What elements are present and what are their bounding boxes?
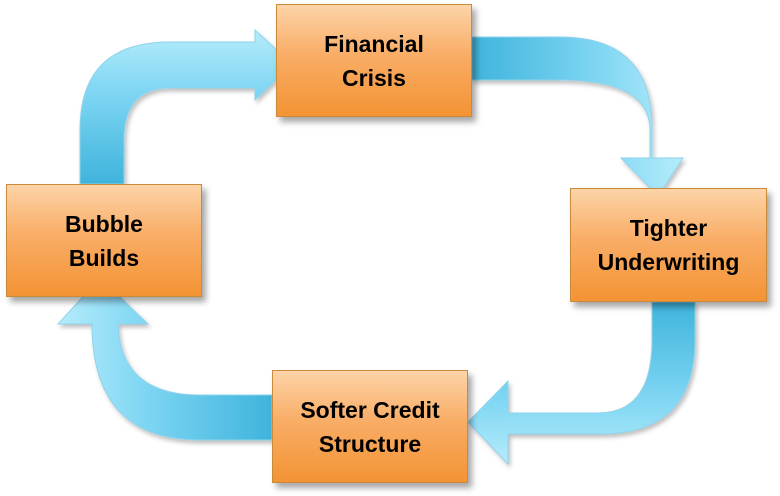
node-softer-credit-structure: Softer Credit Structure [272, 370, 468, 483]
node-bubble-builds: Bubble Builds [6, 184, 202, 297]
node-bubble-builds-line1: Bubble [65, 210, 143, 237]
node-tighter-underwriting: Tighter Underwriting [570, 188, 767, 302]
node-financial-crisis: Financial Crisis [276, 4, 472, 117]
arrow-underwriting-to-softer-credit [467, 301, 696, 466]
arrow-bubble-to-crisis [79, 28, 293, 185]
node-tighter-underwriting-line1: Tighter [629, 215, 708, 241]
node-financial-crisis-line2: Crisis [342, 64, 406, 91]
node-softer-credit-line1: Softer Credit [300, 396, 440, 423]
arrow-crisis-to-underwriting [471, 36, 684, 197]
node-softer-credit-line2: Structure [318, 430, 422, 457]
node-bubble-builds-line2: Builds [68, 244, 140, 271]
node-tighter-underwriting-line2: Underwriting [597, 249, 740, 275]
arrow-softer-credit-to-bubble [56, 277, 273, 441]
node-financial-crisis-line1: Financial [324, 30, 424, 57]
